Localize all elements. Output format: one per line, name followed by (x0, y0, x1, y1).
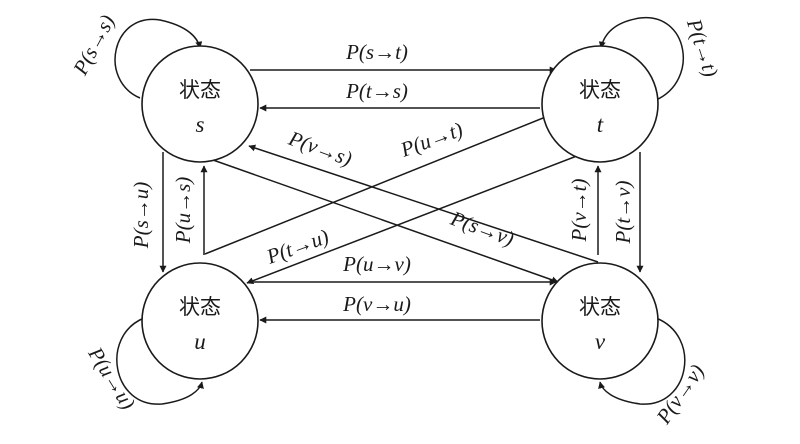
edge-v-s (248, 144, 599, 263)
node-u: 状态 u (141, 262, 259, 380)
label-s-s: P(s→s) (68, 11, 120, 80)
label-s-u: P(s→u) (129, 182, 153, 250)
label-t-s: P(t→s) (345, 79, 408, 103)
node-v-title: 状态 (579, 295, 621, 319)
edge-v-v (598, 317, 686, 405)
edge-u-u (116, 317, 204, 405)
edge-s-s (114, 18, 203, 99)
node-v: 状态 v (541, 262, 659, 380)
edge-t-u (246, 153, 583, 285)
node-u-var: u (194, 329, 206, 354)
label-u-v: P(u→v) (342, 252, 411, 276)
node-s-var: s (196, 112, 205, 137)
node-s: 状态 s (141, 45, 259, 163)
label-t-u: P(t→u) (262, 224, 331, 269)
label-u-t: P(u→t) (396, 117, 465, 162)
node-t: 状态 t (541, 45, 659, 163)
node-u-title: 状态 (179, 295, 221, 319)
label-v-u: P(v→u) (342, 292, 411, 316)
node-t-var: t (597, 112, 604, 137)
label-u-s: P(u→s) (171, 177, 195, 245)
label-v-s: P(v→s) (285, 126, 356, 171)
node-u-circle (141, 262, 259, 380)
label-s-t: P(s→t) (345, 40, 408, 64)
node-t-title: 状态 (579, 78, 621, 102)
label-t-t: P(t→t) (682, 15, 724, 80)
label-v-t: P(v→t) (567, 179, 591, 243)
node-s-circle (141, 45, 259, 163)
node-v-circle (541, 262, 659, 380)
label-u-u: P(u→u) (83, 342, 140, 414)
edge-u-t (204, 111, 559, 255)
edge-s-v (212, 159, 559, 284)
node-t-circle (541, 45, 659, 163)
node-s-title: 状态 (179, 78, 221, 102)
label-t-v: P(t→v) (611, 181, 635, 245)
label-s-v: P(s→v) (447, 206, 518, 251)
node-v-var: v (595, 329, 606, 354)
label-v-v: P(v→v) (651, 360, 709, 429)
edge-t-t (598, 17, 684, 101)
